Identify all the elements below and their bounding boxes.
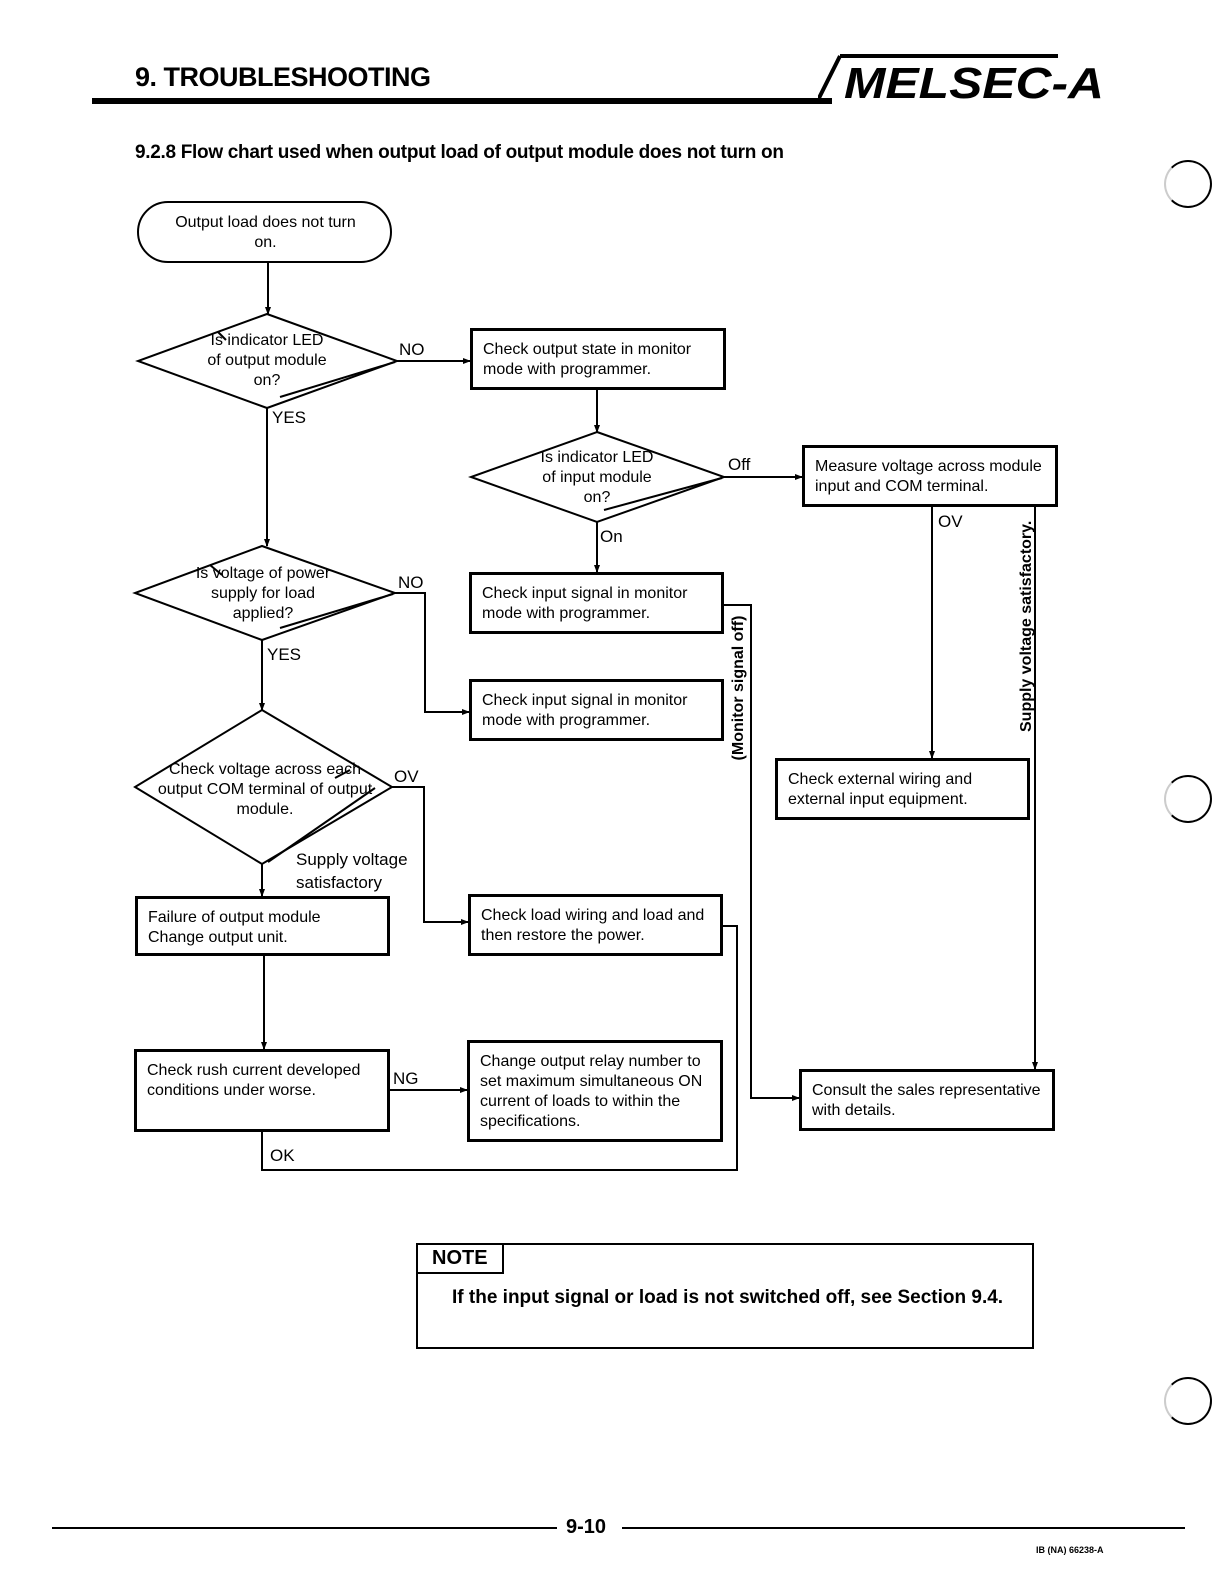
decision-led-input: Is indicator LED of input module on? [540, 449, 654, 506]
box-failure-output-module: Failure of output module Change output u… [135, 896, 390, 956]
label-no-1: NO [399, 340, 425, 359]
brand-text: MELSEC-A [844, 59, 1104, 108]
label-ok: OK [270, 1146, 295, 1165]
decision-led-output: Is indicator LED of output module on? [207, 332, 327, 389]
decision-power-supply: Is voltage of power supply for load appl… [195, 565, 331, 622]
label-supply-voltage: Supply voltage satisfactory [296, 850, 408, 892]
footer-rule-right [622, 1527, 1185, 1529]
document-code: IB (NA) 66238-A [1036, 1545, 1104, 1555]
decision-check-voltage: Check voltage across each output COM ter… [157, 761, 373, 818]
box-check-input-signal-1: Check input signal in monitor mode with … [469, 572, 724, 634]
label-yes-2: YES [267, 645, 302, 664]
label-yes-1: YES [272, 408, 307, 427]
label-no-2: NO [398, 573, 424, 592]
label-ov-2: OV [394, 767, 419, 786]
box-change-output-relay: Change output relay number to set maximu… [467, 1040, 723, 1142]
section-title: 9.2.8 Flow chart used when output load o… [135, 142, 784, 163]
box-check-load-wiring: Check load wiring and load and then rest… [468, 894, 723, 956]
box-check-input-signal-2: Check input signal in monitor mode with … [469, 679, 724, 741]
footer-rule-left [52, 1527, 557, 1529]
start-terminator: Output load does not turn on. [175, 214, 356, 251]
punch-hole-bottom [1164, 1377, 1212, 1425]
note-box: NOTE If the input signal or load is not … [416, 1243, 1034, 1349]
header-rule [92, 98, 832, 104]
box-check-output-state: Check output state in monitor mode with … [470, 328, 726, 390]
box-measure-voltage: Measure voltage across module input and … [802, 445, 1058, 507]
label-off: Off [728, 455, 751, 474]
chapter-title: 9. TROUBLESHOOTING [135, 62, 431, 92]
box-check-rush-current: Check rush current developed conditions … [134, 1049, 390, 1132]
note-text: If the input signal or load is not switc… [452, 1287, 1004, 1308]
label-on: On [600, 527, 623, 546]
start-terminator-shape [137, 201, 392, 263]
punch-hole-middle [1164, 775, 1212, 823]
label-monitor-signal-off: (Monitor signal off) [730, 615, 747, 761]
label-ov-1: OV [938, 512, 963, 531]
page-number: 9-10 [566, 1516, 607, 1538]
box-check-external-wiring: Check external wiring and external input… [775, 758, 1030, 820]
brand-logo: MELSEC-A [818, 54, 1104, 108]
note-tag: NOTE [418, 1245, 504, 1274]
label-ng: NG [393, 1069, 419, 1088]
label-supply-voltage-satisfactory: Supply voltage satisfactory. [1018, 520, 1035, 732]
box-consult-sales: Consult the sales representative with de… [799, 1069, 1055, 1131]
punch-hole-top [1164, 160, 1212, 208]
